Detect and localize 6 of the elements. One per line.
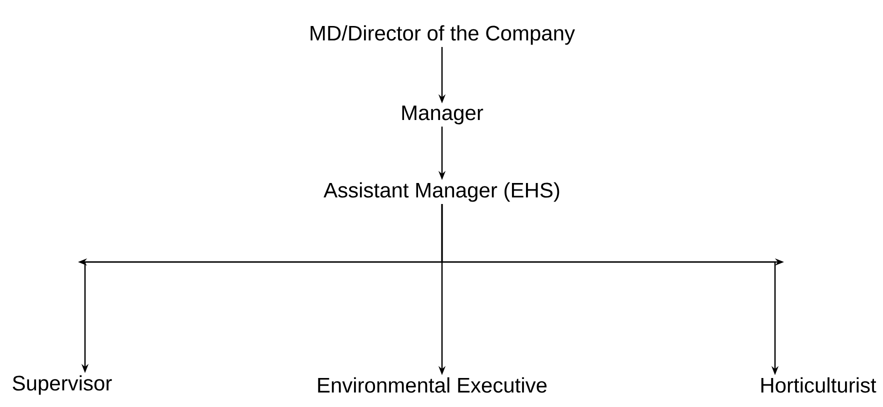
role-label: Manager: [402, 106, 484, 124]
role-label: Assistant Manager (EHS): [324, 182, 560, 202]
role-label: MD/Director of the Company: [310, 25, 575, 45]
role-label: Supervisor: [12, 375, 112, 395]
role-label: Environmental Executive: [318, 377, 547, 393]
role-label: Horticulturist: [761, 377, 876, 393]
